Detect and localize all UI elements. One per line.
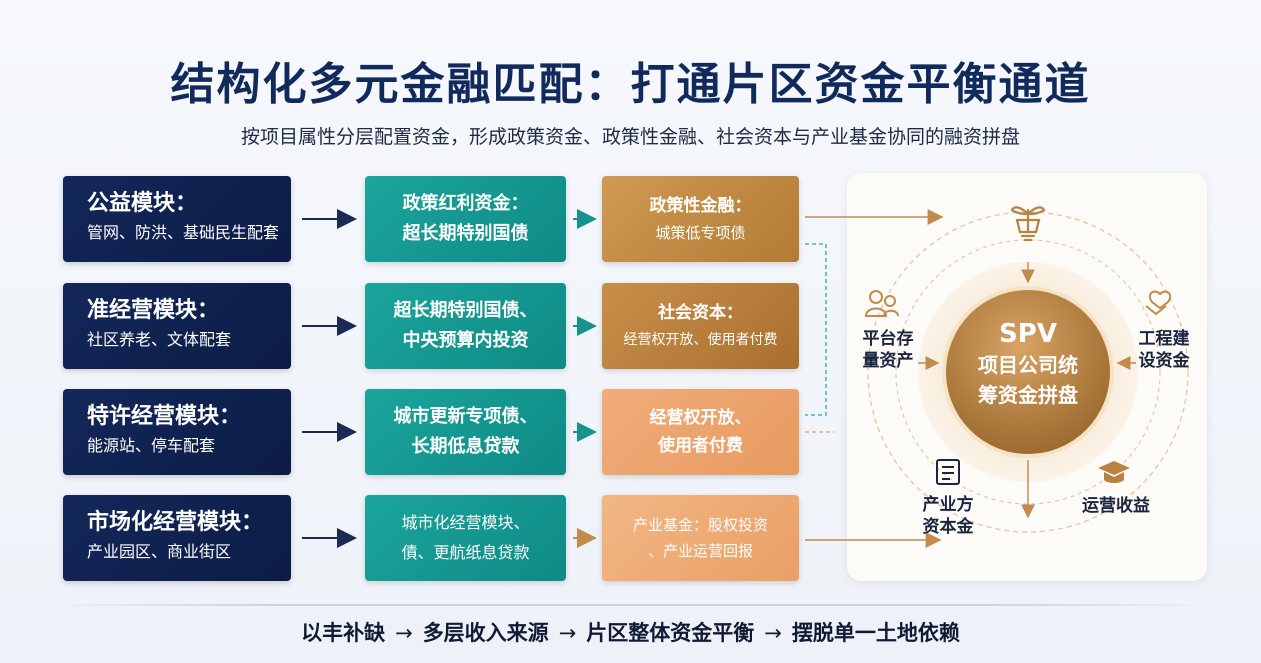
module-title: 准经营模块：	[87, 298, 220, 323]
outer-ring	[867, 211, 1189, 533]
spv-title: SPV	[999, 319, 1057, 349]
plant-hand-icon	[1010, 206, 1046, 242]
flow-step: 摆脱单一土地依赖	[791, 621, 960, 645]
financing-box: 经营权开放、 使用者付费	[602, 389, 799, 475]
policy-fund-box: 城市更新专项债、 长期低息贷款	[365, 389, 566, 475]
policy-fund-box: 超长期特别国债、 中央预算内投资	[365, 283, 566, 369]
label-line: 工程建	[1138, 329, 1190, 349]
document-icon	[936, 459, 960, 485]
financing-desc: 使用者付费	[658, 436, 743, 456]
module-franchise: 特许经营模块： 能源站、停车配套	[63, 389, 291, 475]
module-desc: 能源站、停车配套	[87, 436, 216, 455]
flow-step: 片区整体资金平衡	[586, 621, 755, 645]
divider	[40, 604, 1221, 606]
label-line: 设资金	[1138, 351, 1190, 371]
policy-fund-line: 超长期特别国债、	[393, 300, 538, 321]
spv-line: 项目公司统	[978, 353, 1078, 377]
module-desc: 产业园区、商业街区	[87, 542, 232, 561]
policy-fund-line: 城市更新专项债、	[393, 406, 538, 427]
policy-fund-line: 城市化经营模块、	[401, 513, 530, 532]
operating-income-label: 运营收益	[1082, 496, 1150, 516]
people-icon	[864, 290, 899, 317]
bottom-flow: 以丰补缺 → 多层收入来源 → 片区整体资金平衡 → 摆脱单一土地依赖	[0, 617, 1261, 647]
industry-capital-label: 产业方 资本金	[916, 494, 980, 538]
financing-title: 政策性金融：	[649, 196, 752, 216]
handshake-heart-icon	[1145, 290, 1172, 316]
module-market: 市场化经营模块： 产业园区、商业街区	[63, 495, 291, 581]
policy-fund-line: 长期低息贷款	[411, 436, 520, 457]
construction-funds-label: 工程建 设资金	[1132, 328, 1196, 372]
label-line: 量资产	[862, 351, 914, 371]
flow-arrow: →	[764, 621, 782, 645]
module-desc: 社区养老、文体配套	[87, 330, 232, 349]
module-public-welfare: 公益模块： 管网、防洪、基础民生配套	[63, 176, 291, 262]
financing-title: 经营权开放、	[649, 408, 752, 428]
page-subtitle: 按项目属性分层配置资金，形成政策资金、政策性金融、社会资本与产业基金协同的融资拼…	[240, 126, 1020, 148]
policy-fund-line: 債、更航纸息贷款	[401, 543, 530, 562]
graduation-cap-icon	[1098, 461, 1130, 483]
module-desc: 管网、防洪、基础民生配套	[87, 223, 280, 242]
policy-fund-box: 政策红利资金： 超长期特别国债	[365, 176, 566, 262]
financing-title: 社会资本：	[658, 303, 743, 323]
module-title: 市场化经营模块：	[87, 510, 264, 535]
flow-arrow: →	[395, 621, 413, 645]
financing-desc: 、产业运营回报	[647, 542, 753, 560]
label-line: 平台存	[862, 329, 914, 349]
financing-desc: 城策低专项债	[655, 224, 746, 242]
module-title: 公益模块：	[87, 191, 198, 216]
financing-box: 社会资本： 经营权开放、使用者付费	[602, 283, 799, 369]
label-line: 产业方	[922, 495, 974, 515]
mid-ring	[895, 239, 1161, 505]
module-title: 特许经营模块：	[87, 404, 242, 429]
module-quasi-operating: 准经营模块： 社区养老、文体配套	[63, 283, 291, 369]
financing-title: 产业基金：股权投资	[632, 516, 768, 534]
spv-circle	[942, 286, 1114, 458]
platform-assets-label: 平台存 量资产	[856, 328, 920, 372]
financing-desc: 经营权开放、使用者付费	[623, 332, 778, 348]
flow-step: 以丰补缺	[301, 621, 386, 645]
financing-box: 政策性金融： 城策低专项债	[602, 176, 799, 262]
policy-fund-line: 超长期特别国债	[402, 223, 529, 244]
flow-step: 多层收入来源	[422, 621, 549, 645]
financing-box: 产业基金：股权投资 、产业运营回报	[602, 495, 799, 581]
page-title: 结构化多元金融匹配：打通片区资金平衡通道	[170, 59, 1091, 110]
dashed-connector	[805, 243, 827, 416]
label-line: 资本金	[922, 517, 974, 537]
spv-label: SPV 项目公司统 筹资金拼盘	[946, 318, 1110, 410]
policy-fund-line: 中央预算内投资	[402, 330, 529, 351]
spv-line: 筹资金拼盘	[978, 383, 1078, 407]
flow-arrow: →	[558, 621, 577, 645]
policy-fund-box: 城市化经营模块、 債、更航纸息贷款	[365, 495, 566, 581]
policy-fund-line: 政策红利资金：	[402, 193, 529, 214]
